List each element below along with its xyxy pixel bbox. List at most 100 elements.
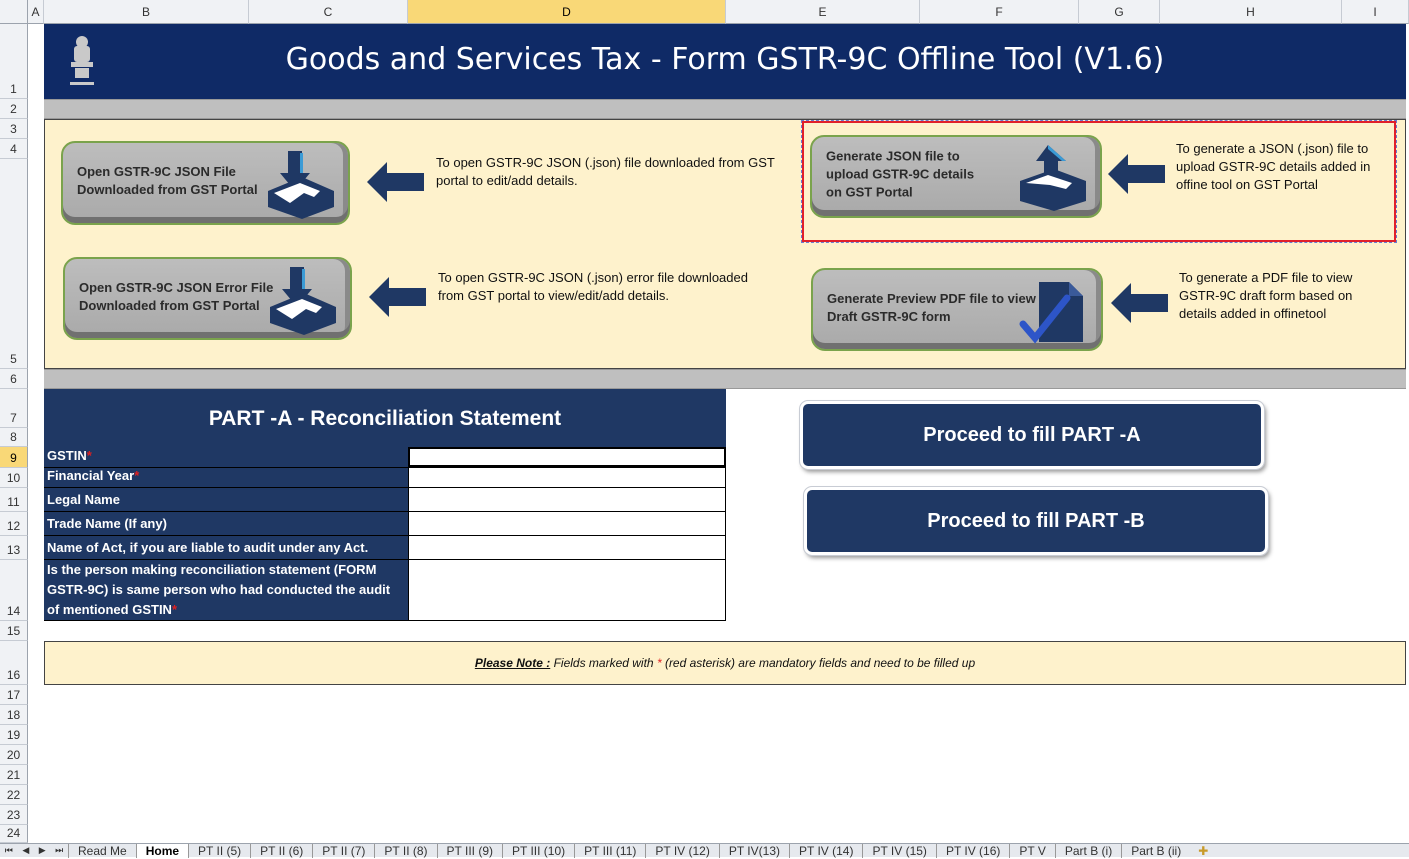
- row-header[interactable]: 12: [0, 512, 28, 536]
- row-header[interactable]: 21: [0, 765, 28, 785]
- sheet-tab[interactable]: Part B (ii): [1121, 843, 1190, 858]
- form-row: Is the person making reconciliation stat…: [44, 560, 726, 621]
- row-header[interactable]: 8: [0, 428, 28, 447]
- column-header[interactable]: E: [726, 0, 920, 24]
- row-header[interactable]: 22: [0, 785, 28, 805]
- column-header[interactable]: B: [44, 0, 249, 24]
- sheet-tab[interactable]: PT II (6): [250, 843, 312, 858]
- row-header[interactable]: 9: [0, 447, 28, 468]
- field-input[interactable]: [408, 560, 726, 620]
- column-header[interactable]: H: [1160, 0, 1342, 24]
- field-input[interactable]: [408, 447, 726, 467]
- insert-sheet-icon[interactable]: ✚: [1198, 843, 1209, 858]
- row-header[interactable]: 7: [0, 389, 28, 428]
- button-label: Generate Preview PDF file to view Draft …: [827, 290, 1036, 324]
- arrow-left-icon: [1108, 154, 1165, 194]
- emblem-logo: [70, 36, 94, 85]
- last-sheet-icon[interactable]: ⏭: [55, 845, 64, 855]
- row-header[interactable]: 13: [0, 536, 28, 560]
- sheet-tab[interactable]: PT IV (16): [935, 843, 1009, 858]
- sheet-tab[interactable]: PT V: [1009, 843, 1054, 858]
- sheet-tab[interactable]: PT II (5): [188, 843, 250, 858]
- note-text: (red asterisk) are mandatory fields and …: [661, 656, 976, 670]
- row-header[interactable]: 10: [0, 468, 28, 488]
- sheet-tab[interactable]: PT IV (15): [862, 843, 935, 858]
- sheet-tab[interactable]: PT III (11): [574, 843, 645, 858]
- sheet-tab[interactable]: PT IV(13): [718, 843, 789, 858]
- row-header[interactable]: 14: [0, 560, 28, 621]
- row-header[interactable]: 18: [0, 705, 28, 725]
- field-input[interactable]: [408, 536, 726, 559]
- row-header[interactable]: 15: [0, 621, 28, 641]
- column-header[interactable]: A: [28, 0, 44, 24]
- column-header[interactable]: I: [1342, 0, 1409, 24]
- field-label: Trade Name (If any): [44, 512, 408, 535]
- sheet-tab[interactable]: Part B (i): [1054, 843, 1121, 858]
- row-header[interactable]: 2: [0, 99, 28, 119]
- form-row: Trade Name (If any): [44, 512, 726, 536]
- download-tray-icon: [268, 151, 334, 219]
- open-json-button[interactable]: Open GSTR-9C JSON File Downloaded from G…: [61, 141, 350, 225]
- tab-navigation[interactable]: ⏮ ◀ ▶ ⏭: [0, 845, 68, 856]
- row-header[interactable]: 3: [0, 119, 28, 139]
- action-description: To open GSTR-9C JSON (.json) file downlo…: [436, 155, 775, 188]
- proceed-part-a-button[interactable]: Proceed to fill PART -A: [799, 400, 1265, 470]
- row-header[interactable]: 19: [0, 725, 28, 745]
- row-header[interactable]: 6: [0, 369, 28, 389]
- field-label: Is the person making reconciliation stat…: [44, 560, 408, 620]
- field-label-text: GSTIN: [47, 448, 87, 463]
- field-label: Financial Year*: [44, 468, 408, 487]
- form-title: PART -A - Reconciliation Statement: [44, 389, 726, 447]
- generate-json-button[interactable]: Generate JSON file to upload GSTR-9C det…: [810, 135, 1102, 218]
- sheet-tab[interactable]: PT III (9): [436, 843, 502, 858]
- row-header[interactable]: 20: [0, 745, 28, 765]
- first-sheet-icon[interactable]: ⏮: [4, 845, 13, 855]
- button-label: Generate JSON file to upload GSTR-9C det…: [826, 147, 975, 199]
- generate-preview-pdf-button[interactable]: Generate Preview PDF file to view Draft …: [811, 268, 1103, 351]
- column-header[interactable]: F: [920, 0, 1079, 24]
- action-description: To open GSTR-9C JSON (.json) error file …: [438, 270, 748, 303]
- sheet-tab[interactable]: PT II (8): [374, 843, 436, 858]
- row-header[interactable]: 4: [0, 139, 28, 159]
- arrow-left-icon: [367, 162, 424, 202]
- selection-outline: [801, 120, 1397, 243]
- download-tray-icon: [270, 267, 336, 335]
- sheet-tab[interactable]: Read Me: [68, 843, 136, 858]
- sheet-tab[interactable]: PT IV (12): [645, 843, 718, 858]
- select-all-button[interactable]: [0, 0, 28, 24]
- field-label-text: Legal Name: [47, 492, 120, 507]
- document-check-icon: [1019, 282, 1083, 344]
- row-header[interactable]: 16: [0, 641, 28, 685]
- row-header[interactable]: 23: [0, 805, 28, 825]
- action-description: To generate a PDF file to view GSTR-9C d…: [1179, 270, 1353, 321]
- column-header[interactable]: D: [408, 0, 726, 24]
- column-header[interactable]: C: [249, 0, 408, 24]
- field-label-text: Name of Act, if you are liable to audit …: [47, 540, 369, 555]
- field-label: GSTIN*: [44, 447, 408, 467]
- row-header[interactable]: 5: [0, 159, 28, 369]
- prev-sheet-icon[interactable]: ◀: [22, 845, 30, 855]
- sheet-tab[interactable]: PT IV (14): [789, 843, 862, 858]
- row-header[interactable]: 1: [0, 24, 28, 99]
- app-title: Goods and Services Tax - Form GSTR-9C Of…: [285, 42, 1165, 77]
- form-row: Financial Year*: [44, 468, 726, 488]
- required-asterisk: *: [134, 468, 140, 483]
- field-input[interactable]: [408, 468, 726, 487]
- field-input[interactable]: [408, 512, 726, 535]
- open-error-json-button[interactable]: Open GSTR-9C JSON Error File Downloaded …: [63, 257, 352, 340]
- row-header[interactable]: 11: [0, 488, 28, 512]
- sheet-tab[interactable]: Home: [135, 843, 189, 858]
- row-header[interactable]: 17: [0, 685, 28, 705]
- upload-tray-icon: [1020, 145, 1086, 211]
- row-header[interactable]: 24: [0, 825, 28, 843]
- proceed-part-b-button[interactable]: Proceed to fill PART -B: [803, 486, 1269, 556]
- action-description: To generate a JSON (.json) file to uploa…: [1176, 141, 1371, 192]
- sheet-tab[interactable]: PT III (10): [502, 843, 574, 858]
- next-sheet-icon[interactable]: ▶: [38, 845, 46, 855]
- sheet-tab[interactable]: PT II (7): [312, 843, 374, 858]
- column-header[interactable]: G: [1079, 0, 1160, 24]
- field-input[interactable]: [408, 488, 726, 511]
- spacer-row: [44, 369, 1406, 389]
- note-text: Fields marked with: [550, 656, 657, 670]
